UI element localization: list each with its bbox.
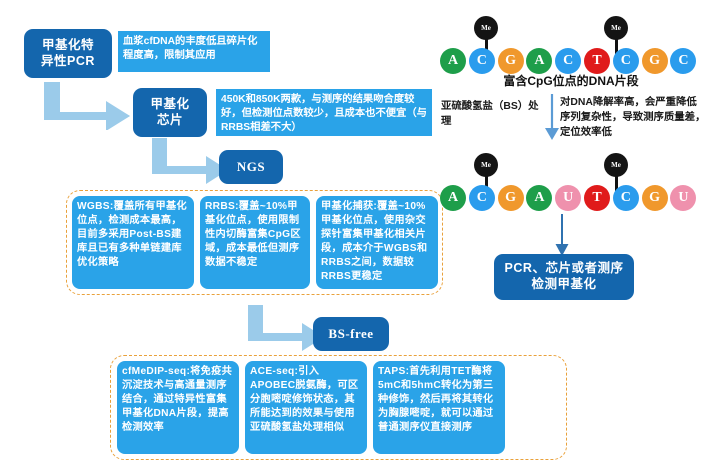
bsfree-method-taps: TAPS:首先利用TET酶将5mC和5hmC转化为第三种修饰，然后再将其转化为胸… <box>373 361 505 454</box>
dna-base-u: U <box>670 185 697 211</box>
dna-base-c: C <box>468 48 495 74</box>
methyl-stem <box>615 32 618 58</box>
dna-base-a: A <box>526 185 553 211</box>
arrow-ngs-to-bsfree <box>248 305 324 353</box>
arrow-to-result <box>551 214 573 258</box>
dna-base-c: C <box>612 185 639 211</box>
methyl-ball: Me <box>474 153 498 177</box>
dna-base-u: U <box>555 185 582 211</box>
dna-base-c: C <box>555 48 582 74</box>
node-detection-result[interactable]: PCR、芯片或者测序检测甲基化 <box>494 254 634 300</box>
methyl-stem <box>615 169 618 195</box>
ngs-method-capture: 甲基化捕获:覆盖~10%甲基化位点，使用杂交探针富集甲基化相关片段，成本介于WG… <box>316 196 438 289</box>
ngs-method-rrbs: RRBS:覆盖~10%甲基化位点，使用限制性内切酶富集CpG区域，成本最低但测序… <box>200 196 310 289</box>
dna-top-caption: 富含CpG位点的DNA片段 <box>503 74 639 88</box>
methyl-ball: Me <box>604 153 628 177</box>
dna-base-t: T <box>584 48 610 74</box>
bsfree-method-cfmedip: cfMeDIP-seq:将免疫共沉淀技术与高通量测序结合，通过特异性富集甲基化D… <box>117 361 239 454</box>
note-chip: 450K和850K两款，与测序的结果吻合度较好，但检测位点数较少，且成本也不便宜… <box>216 89 432 136</box>
methyl-ball: Me <box>474 16 498 40</box>
bsfree-method-ace-seq: ACE-seq:引入APOBEC脱氨酶，可区分胞嘧啶修饰状态，其所能达到的效果与… <box>245 361 367 454</box>
dna-base-c: C <box>612 48 639 74</box>
dna-base-a: A <box>440 185 466 211</box>
arrow-chip-to-ngs <box>152 138 228 186</box>
dna-base-c: C <box>670 48 697 74</box>
dna-base-g: G <box>497 48 524 74</box>
dna-base-a: A <box>526 48 553 74</box>
note-pcr: 血浆cfDNA的丰度低且碎片化程度高，限制其应用 <box>118 31 270 72</box>
node-ngs[interactable]: NGS <box>219 150 283 184</box>
arrow-bs-treatment-down <box>541 94 563 142</box>
bs-treatment-note: 对DNA降解率高，会严重降低序列复杂性，导致测序质量差，定位效率低 <box>560 97 706 139</box>
methyl-stem <box>485 169 488 195</box>
ngs-methods-group-outline <box>66 190 443 295</box>
dna-base-g: G <box>641 185 668 211</box>
dna-base-a: A <box>440 48 466 74</box>
dna-base-g: G <box>641 48 668 74</box>
bs-treatment-label: 亚硫酸氢盐（BS）处理 <box>441 101 539 128</box>
methyl-stem <box>485 32 488 58</box>
dna-base-g: G <box>497 185 524 211</box>
node-bs-free[interactable]: BS-free <box>313 317 389 351</box>
node-methylation-specific-pcr[interactable]: 甲基化特 异性PCR <box>24 29 112 78</box>
node-methylation-chip[interactable]: 甲基化 芯片 <box>133 88 207 137</box>
bsfree-methods-group-outline <box>110 355 567 460</box>
arrow-pcr-to-chip <box>44 80 134 130</box>
dna-base-c: C <box>468 185 495 211</box>
ngs-method-wgbs: WGBS:覆盖所有甲基化位点，检测成本最高，目前多采用Post-BS建库且已有多… <box>72 196 194 289</box>
dna-base-t: T <box>584 185 610 211</box>
methyl-ball: Me <box>604 16 628 40</box>
